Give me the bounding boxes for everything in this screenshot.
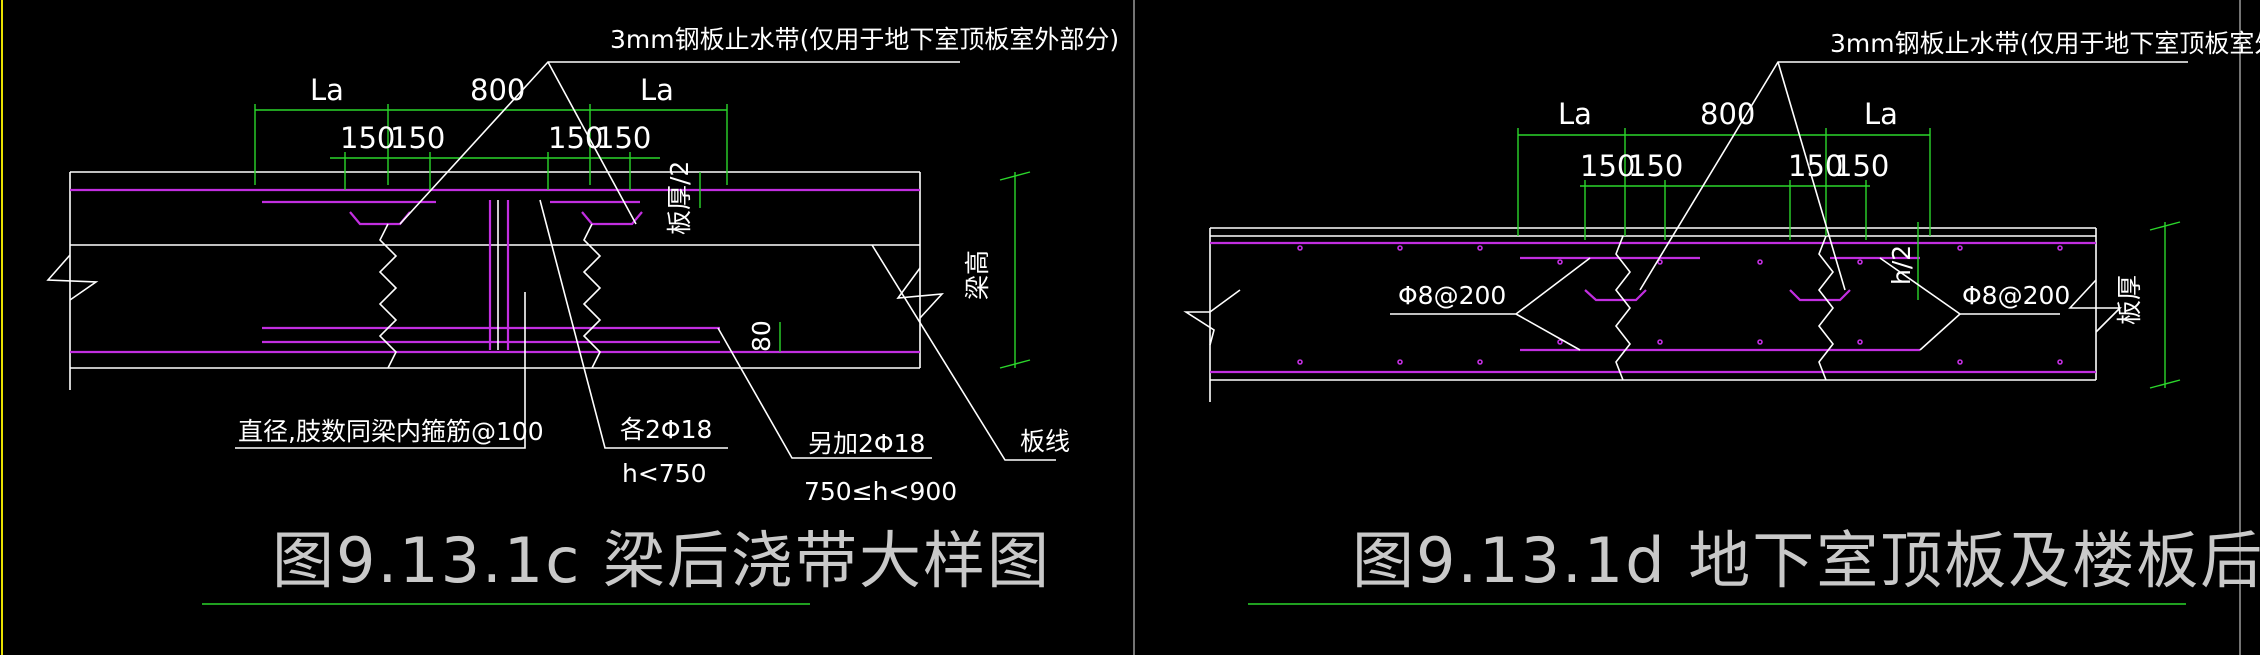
label-80: 80 xyxy=(747,320,776,352)
dim-label-150-a: 150 xyxy=(340,121,395,155)
slab-line-leader xyxy=(871,244,1056,461)
label-waterstop-right: 3mm钢板止水带(仅用于地下室顶板室外部分) xyxy=(1830,29,2260,58)
waterstop-plate-right-r xyxy=(1789,289,1851,302)
joint-zigzag-left-r xyxy=(1614,235,1632,381)
label-slab-half: 板厚/2 xyxy=(665,161,694,235)
rebar-each-leader xyxy=(539,199,728,449)
dim-label-800: 800 xyxy=(470,73,525,107)
stirrup-leader xyxy=(235,292,526,449)
label-waterstop-left: 3mm钢板止水带(仅用于地下室顶板室外部分) xyxy=(610,25,1119,54)
label-rebar-left-r: Φ8@200 xyxy=(1398,281,1506,310)
title-left: 图9.13.1c 梁后浇带大样图 xyxy=(272,524,1051,597)
label-stirrup-note: 直径,肢数同梁内箍筋@100 xyxy=(238,417,544,446)
label-slab-line: 板线 xyxy=(1020,427,1070,456)
joint-zigzag-right-r xyxy=(1817,235,1835,381)
dim-beam-height-tick-bottom xyxy=(999,359,1031,369)
dim-label-150-d-r: 150 xyxy=(1834,149,1889,183)
beam-post-pour-detail: La 800 La 150 150 150 150 板厚/2 梁高 80 3mm… xyxy=(46,25,1119,605)
dim-slab-thickness-tick-bottom xyxy=(2149,379,2181,389)
dim-label-la-left-r: La xyxy=(1558,97,1592,131)
dim-label-150-b: 150 xyxy=(390,121,445,155)
label-slab-thickness: 板厚 xyxy=(2115,275,2144,325)
dim-label-150-c-r: 150 xyxy=(1788,149,1843,183)
waterstop-leader-right-r xyxy=(1777,61,1846,291)
label-half-h: h/2 xyxy=(1887,245,1916,285)
label-rebar-each-cond: h<750 xyxy=(622,459,707,488)
label-rebar-extra: 另加2Φ18 xyxy=(808,429,925,458)
dim-label-150-b-r: 150 xyxy=(1628,149,1683,183)
rebar-leader-left-r2 xyxy=(1515,313,1581,351)
title-right: 图9.13.1d 地下室顶板及楼板后浇带大样图 xyxy=(1352,524,2260,597)
dim-slab-thickness-tick-top xyxy=(2149,221,2181,231)
waterstop-leader-right xyxy=(547,61,637,225)
label-rebar-right-r: Φ8@200 xyxy=(1962,281,2070,310)
slab-post-pour-detail: La 800 La 150 150 150 150 h/2 板厚 3mm钢板止水… xyxy=(1183,29,2260,605)
dim-label-150-c: 150 xyxy=(548,121,603,155)
label-rebar-each: 各2Φ18 xyxy=(620,415,712,444)
break-line-right-left xyxy=(1183,289,1241,346)
waterstop-plate-right xyxy=(581,211,643,226)
rebar-leader-right-r2 xyxy=(1919,313,1961,351)
break-line-left xyxy=(46,254,99,301)
label-beam-height: 梁高 xyxy=(963,250,992,300)
dim-label-la-right-r: La xyxy=(1864,97,1898,131)
dim-label-la-right: La xyxy=(640,73,674,107)
rebar-extra-leader xyxy=(717,327,932,459)
dim-beam-height-tick-top xyxy=(999,171,1031,181)
distribution-bars xyxy=(1297,245,2063,365)
waterstop-plate-left-r xyxy=(1584,289,1647,302)
break-line-right-right xyxy=(2068,279,2122,333)
break-line-right xyxy=(896,267,944,319)
dim-label-la-left: La xyxy=(310,73,344,107)
dim-label-150-d: 150 xyxy=(596,121,651,155)
joint-zigzag-left xyxy=(378,223,398,369)
label-rebar-extra-cond: 750≤h<900 xyxy=(804,477,957,506)
joint-zigzag-right xyxy=(582,223,602,369)
dim-label-150-a-r: 150 xyxy=(1580,149,1635,183)
